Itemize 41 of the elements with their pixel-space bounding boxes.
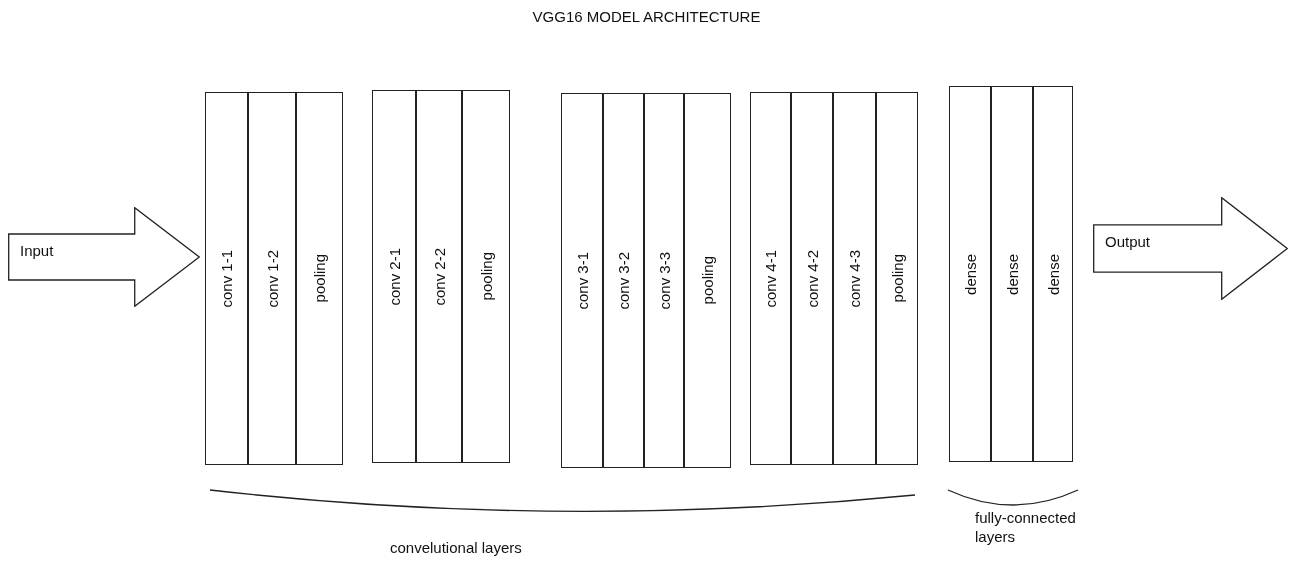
- arrow-label: Input: [20, 242, 54, 259]
- layer-label: conv 3-2: [615, 251, 632, 310]
- layer-box: [462, 90, 510, 463]
- layer-label: conv 4-2: [803, 249, 821, 308]
- layer-box: [603, 93, 644, 468]
- layer-box: [416, 90, 462, 463]
- layer-box: [248, 92, 296, 465]
- block-arrow: [8, 207, 200, 307]
- block-arrow: [1093, 197, 1288, 300]
- layer-box: [1033, 86, 1073, 462]
- layer-label: dense: [961, 253, 979, 295]
- layer-label: pooling: [477, 252, 495, 301]
- layer-label: conv 3-1: [573, 251, 591, 310]
- layer-label: conv 4-1: [762, 249, 779, 308]
- layer-label: dense: [1044, 253, 1062, 295]
- layer-box: [561, 93, 603, 468]
- layer-box: [684, 93, 731, 468]
- layer-label: conv 2-1: [385, 247, 403, 306]
- layer-label: conv 4-3: [846, 249, 863, 308]
- layer-box: [644, 93, 684, 468]
- layer-box: [949, 86, 991, 462]
- layer-label: dense: [1003, 253, 1021, 295]
- layer-box: [991, 86, 1033, 462]
- group-caption: fully-connected layers: [975, 508, 1077, 546]
- layer-label: conv 1-2: [263, 249, 281, 308]
- group-caption: convelutional layers: [390, 538, 522, 557]
- layer-box: [833, 92, 876, 465]
- layer-box: [750, 92, 791, 465]
- layer-label: pooling: [311, 254, 328, 303]
- layer-box: [791, 92, 833, 465]
- arrow-label: Output: [1105, 232, 1151, 250]
- layer-box: [372, 90, 416, 463]
- layer-label: pooling: [699, 256, 716, 305]
- layer-label: pooling: [888, 254, 906, 303]
- layer-box: [876, 92, 918, 465]
- diagram-title: VGG16 MODEL ARCHITECTURE: [531, 8, 762, 25]
- layer-box: [296, 92, 343, 465]
- layer-label: conv 2-2: [430, 247, 448, 306]
- layer-label: conv 3-3: [655, 251, 673, 310]
- layer-box: [205, 92, 248, 465]
- layer-label: conv 1-1: [218, 249, 235, 308]
